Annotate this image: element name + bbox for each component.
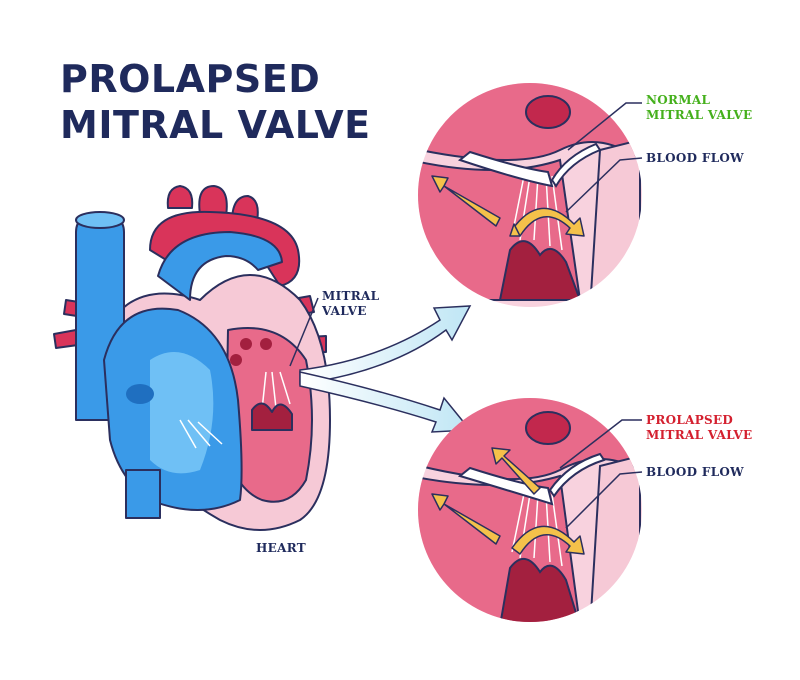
heart-label: HEART — [256, 541, 306, 555]
mitral-valve-pointer — [289, 297, 319, 367]
title-line-1: PROLAPSED — [60, 57, 321, 101]
pulmonary-artery — [157, 231, 283, 301]
heart-illustration — [53, 185, 331, 531]
leader-lines — [559, 102, 643, 529]
normal-valve-label: NORMAL MITRAL VALVE — [646, 93, 753, 122]
prolapsed-valve-label: PROLAPSED MITRAL VALVE — [646, 413, 753, 442]
arrow-to-normal — [299, 305, 472, 385]
aorta-branch-2 — [198, 185, 228, 217]
inferior-vena-cava — [125, 469, 161, 519]
page-title: PROLAPSED MITRAL VALVE — [60, 56, 371, 148]
blood-flow-label-top: BLOOD FLOW — [646, 151, 744, 165]
mitral-valve-label: MITRAL VALVE — [322, 289, 380, 318]
aorta-branch-1 — [166, 185, 194, 209]
blood-flow-label-bottom: BLOOD FLOW — [646, 465, 744, 479]
title-line-2: MITRAL VALVE — [60, 103, 371, 147]
normal-valve-closeup — [418, 83, 642, 307]
